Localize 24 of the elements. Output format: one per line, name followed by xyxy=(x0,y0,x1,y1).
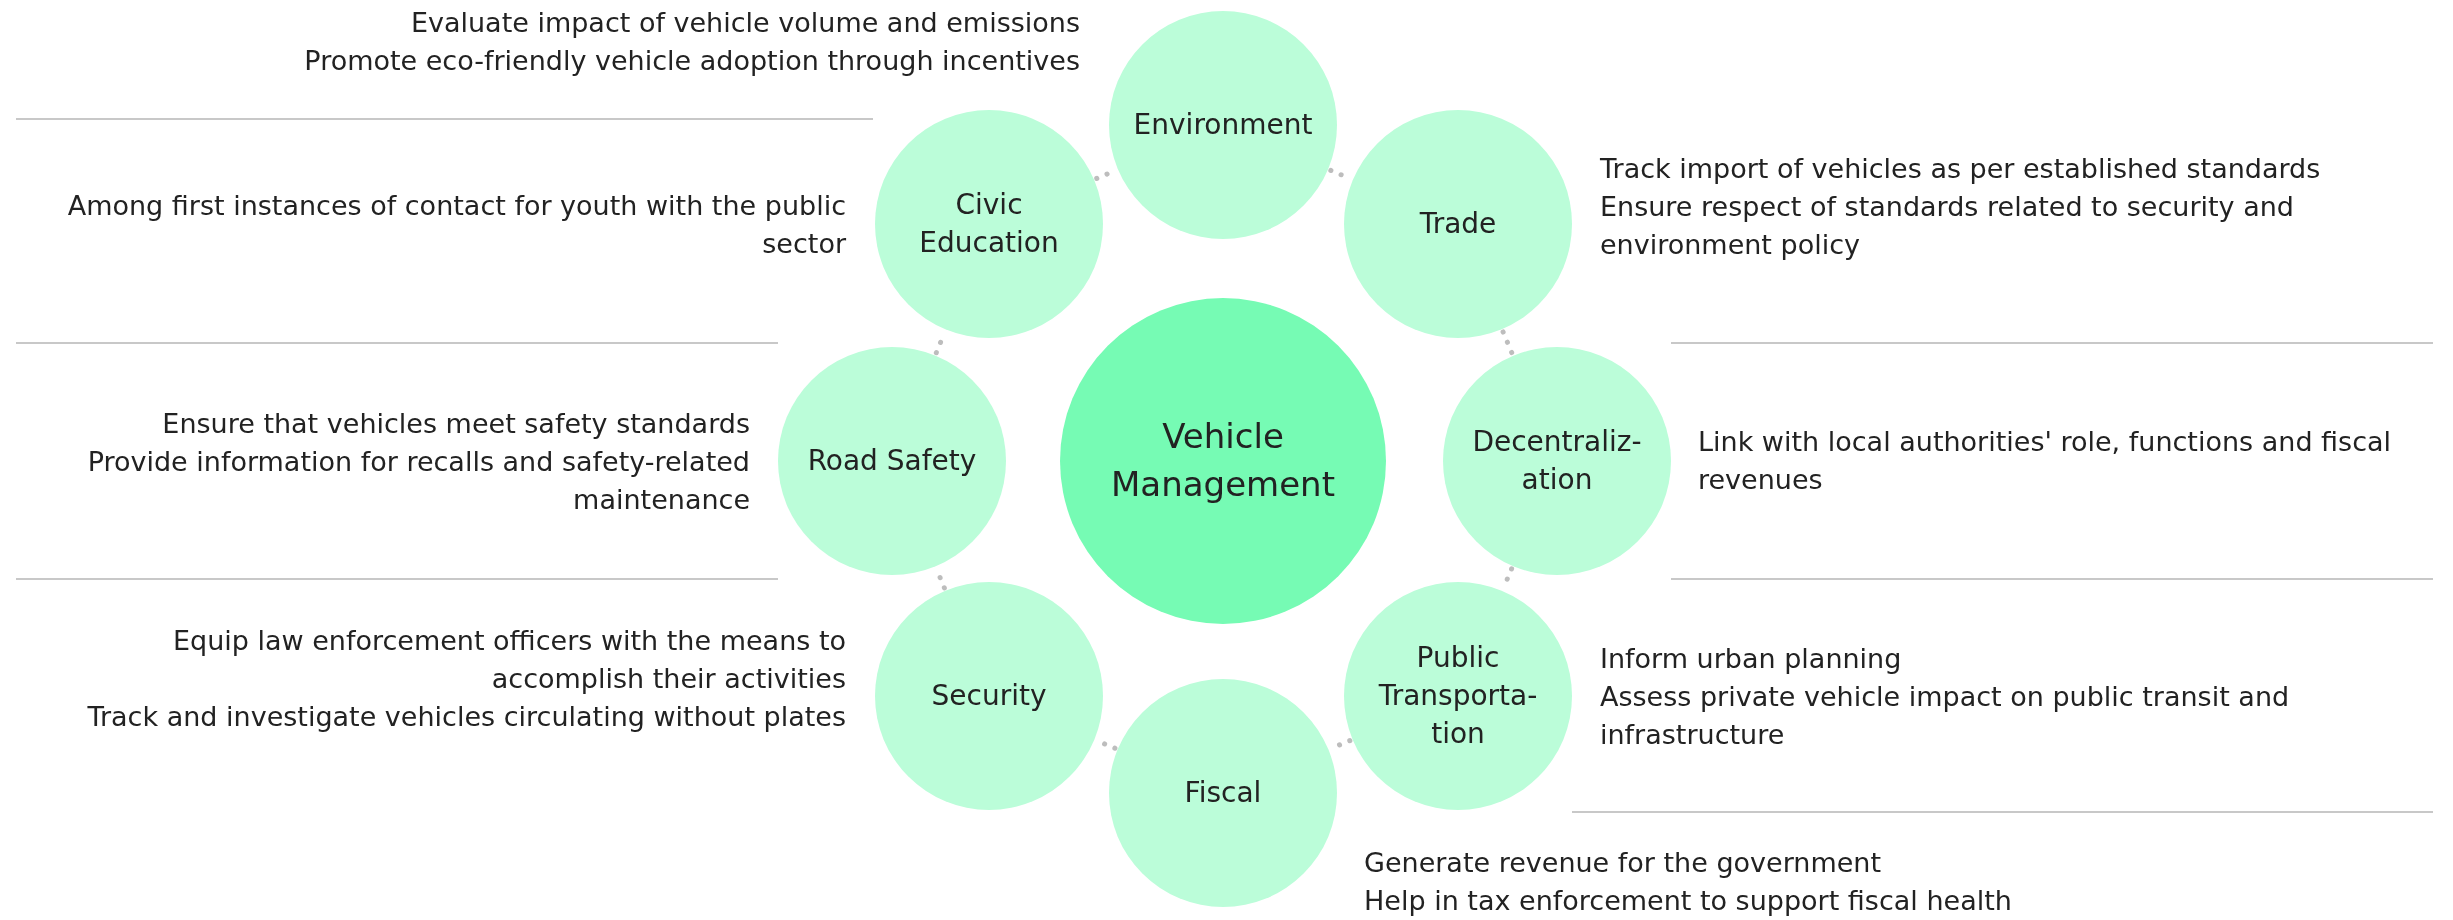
dotted-connector xyxy=(1500,329,1515,356)
description-text: Generate revenue for the government xyxy=(1364,846,1882,880)
circle-label: Vehicle Management xyxy=(1110,415,1336,506)
circle-label: Decentraliz- ation xyxy=(1471,424,1643,498)
circle-label: Public Transporta- tion xyxy=(1377,640,1539,752)
description-text: Ensure that vehicles meet safety standards xyxy=(161,407,750,441)
description-text: Equip law enforcement officers with the means to accomplish their activities xyxy=(171,624,846,696)
circle-label: Security xyxy=(930,678,1048,714)
description-text: Among first instances of contact for youth with the public sector xyxy=(66,189,846,261)
description-text: Link with local authorities' role, functions and fiscal revenues xyxy=(1698,425,2393,497)
description-text: Help in tax enforcement to support fiscal health xyxy=(1364,884,2013,918)
description-text: Inform urban planning xyxy=(1600,642,1903,676)
description-text: Provide information for recalls and safety-related maintenance xyxy=(86,445,750,517)
description-text: Track import of vehicles as per established standards xyxy=(1600,152,2322,186)
description-text: Track and investigate vehicles circulating without plates xyxy=(86,700,846,734)
circle-label: Fiscal xyxy=(1183,775,1263,811)
description-text: Ensure respect of standards related to security and environment policy xyxy=(1600,190,2295,262)
description-text: Evaluate impact of vehicle volume and emissions xyxy=(409,6,1080,40)
circle-label: Trade xyxy=(1418,206,1498,242)
description-text: Assess private vehicle impact on public transit and infrastructure xyxy=(1600,680,2291,752)
description-text: Promote eco-friendly vehicle adoption through incentives xyxy=(303,44,1080,78)
circle-label: Road Safety xyxy=(806,443,978,479)
circle-label: Environment xyxy=(1132,107,1314,143)
circle-label: Civic Education xyxy=(918,187,1060,261)
